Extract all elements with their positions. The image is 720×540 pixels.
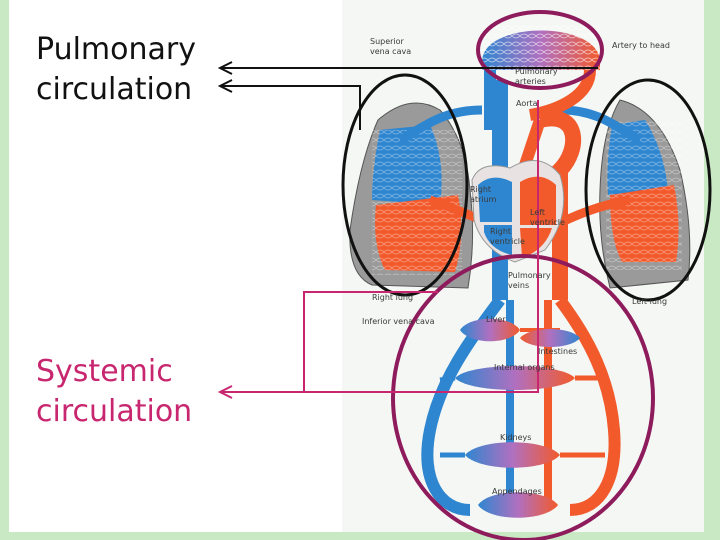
label-internal-organs: Internal organs xyxy=(494,363,555,372)
arrow-left-icon xyxy=(217,385,233,399)
label-inferior-vena-cava: Inferior vena cava xyxy=(362,317,435,326)
label-aorta: Aorta xyxy=(516,99,538,108)
right-lung-ring xyxy=(341,73,469,297)
label-right-lung: Right lung xyxy=(372,293,413,302)
pulmonary-caption-line-1: Pulmonary xyxy=(36,32,196,67)
label-pulmonary-arteries-1: Pulmonary xyxy=(515,67,558,76)
arrow-left-icon xyxy=(217,61,233,75)
label-right-ventricle-2: ventricle xyxy=(490,237,525,246)
pulmonary-capillary-bed xyxy=(482,25,600,70)
label-right-atrium-1: Right xyxy=(470,185,491,194)
appendage-capillaries xyxy=(478,492,558,518)
left-lung-shape xyxy=(599,99,691,289)
label-appendages: Appendages xyxy=(492,487,542,496)
pulmonary-caption-line-2: circulation xyxy=(36,72,193,107)
label-pulmonary-arteries-2: arteries xyxy=(515,77,546,86)
slide-frame-left xyxy=(0,0,9,540)
aorta-vessel xyxy=(538,110,581,300)
label-intestines: Intestines xyxy=(538,347,577,356)
label-left-lung: Left lung xyxy=(632,297,667,306)
pulmonary-highlight-ring xyxy=(476,10,604,90)
label-superior-vena-cava-2: vena cava xyxy=(370,47,411,56)
systemic-highlight-ring xyxy=(391,254,655,540)
slide-frame-right xyxy=(704,0,720,540)
kidney-capillaries xyxy=(440,442,605,468)
systemic-caption: Systemic circulation xyxy=(36,352,192,432)
label-left-ventricle-1: Left xyxy=(530,208,545,217)
label-left-ventricle-2: ventricle xyxy=(530,218,565,227)
systemic-arrows xyxy=(217,100,539,399)
label-right-atrium-2: atrium xyxy=(470,195,497,204)
label-artery-to-head: Artery to head xyxy=(612,41,670,50)
label-superior-vena-cava-1: Superior xyxy=(370,37,405,46)
internal-organ-capillaries xyxy=(439,366,600,390)
label-liver: Liver xyxy=(486,315,506,324)
label-pulmonary-veins-2: veins xyxy=(508,281,529,290)
systemic-artery-right-loop xyxy=(555,296,621,516)
label-pulmonary-veins-1: Pulmonary xyxy=(508,271,551,280)
right-lung-shape xyxy=(349,102,474,289)
pulmonary-artery-right xyxy=(397,105,483,145)
systemic-caption-line-1: Systemic xyxy=(36,354,173,389)
pulmonary-caption: Pulmonary circulation xyxy=(36,30,196,110)
systemic-caption-line-2: circulation xyxy=(36,394,193,429)
arrow-left-icon xyxy=(217,79,233,93)
heart-shape xyxy=(471,160,565,263)
label-kidneys: Kidneys xyxy=(500,433,531,442)
left-lung-ring xyxy=(584,78,712,302)
pulmonary-arrows xyxy=(217,61,598,130)
pulmonary-artery-left xyxy=(561,105,643,145)
intestine-capillaries xyxy=(520,329,580,347)
label-right-ventricle-1: Right xyxy=(490,227,511,236)
slide-frame-bottom xyxy=(0,532,720,540)
